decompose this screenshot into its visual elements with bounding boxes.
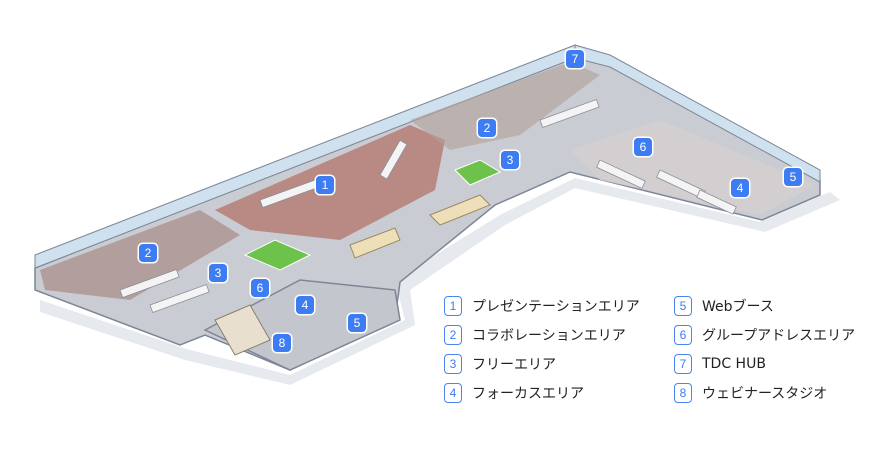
legend-number: 8	[674, 383, 692, 403]
collaboration-area-floor-right	[410, 62, 600, 150]
legend-number: 6	[674, 325, 692, 345]
bench-2	[429, 194, 491, 226]
legend-number: 1	[444, 296, 462, 316]
map-marker-1[interactable]: 1	[316, 176, 334, 194]
legend-number: 3	[444, 354, 462, 374]
legend-label: Webブース	[702, 299, 774, 315]
map-marker-6[interactable]: 6	[251, 279, 269, 297]
legend-label: フォーカスエリア	[472, 386, 584, 402]
legend-label: フリーエリア	[472, 357, 556, 373]
legend-number: 2	[444, 325, 462, 345]
map-marker-5[interactable]: 5	[784, 168, 802, 186]
legend-label: プレゼンテーションエリア	[472, 299, 640, 315]
group-address-floor	[570, 120, 815, 215]
legend-label: ウェビナースタジオ	[702, 386, 828, 402]
map-marker-3[interactable]: 3	[209, 264, 227, 282]
map-marker-2[interactable]: 2	[139, 244, 157, 262]
legend-number: 7	[674, 354, 692, 374]
map-marker-2[interactable]: 2	[478, 119, 496, 137]
legend-item: 4 フォーカスエリア	[444, 383, 584, 403]
legend-item: 6 グループアドレスエリア	[674, 325, 855, 345]
legend-number: 5	[674, 296, 692, 316]
legend-item: 7 TDC HUB	[674, 354, 766, 374]
map-marker-4[interactable]: 4	[296, 296, 314, 314]
legend-item: 2 コラボレーションエリア	[444, 325, 626, 345]
map-marker-8[interactable]: 8	[273, 334, 291, 352]
map-marker-4[interactable]: 4	[731, 179, 749, 197]
map-marker-3[interactable]: 3	[501, 151, 519, 169]
bench-1	[349, 227, 401, 259]
legend-item: 3 フリーエリア	[444, 354, 556, 374]
legend-label: コラボレーションエリア	[472, 328, 626, 344]
webinar-studio	[214, 304, 271, 356]
legend-item: 8 ウェビナースタジオ	[674, 383, 827, 403]
map-marker-5[interactable]: 5	[348, 314, 366, 332]
legend-number: 4	[444, 383, 462, 403]
planter-left	[243, 239, 312, 271]
planter-right	[454, 159, 502, 186]
legend-label: グループアドレスエリア	[702, 328, 856, 344]
legend-label: TDC HUB	[702, 356, 766, 372]
map-marker-6[interactable]: 6	[634, 138, 652, 156]
legend-item: 5 Webブース	[674, 296, 774, 316]
map-marker-7[interactable]: 7	[566, 50, 584, 68]
legend-item: 1 プレゼンテーションエリア	[444, 296, 640, 316]
